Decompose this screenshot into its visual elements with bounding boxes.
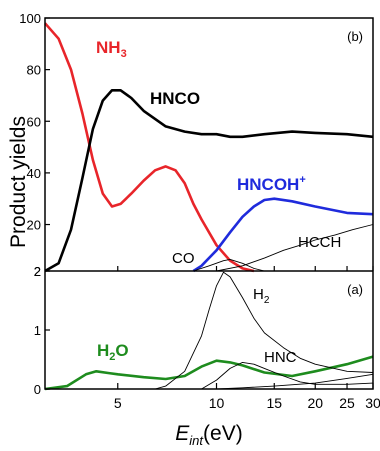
hncoh-label-sup: + [299,174,305,186]
x-label-unit: (eV) [203,422,243,445]
y-tick-label-a-0: 0 [34,382,41,397]
y-tick-label-a-1: 1 [34,323,41,338]
axes-frame [44,17,374,390]
series-label-h2o: H2O [97,341,129,363]
series-line-hncoh [192,197,374,273]
panel-b-label: (b) [347,29,363,44]
series-label-co: CO [172,250,195,267]
y-tick-label-b-60: 60 [27,114,41,129]
h2-label-sub: 2 [264,295,270,306]
h2o-label-sub: 2 [109,351,115,363]
series-label-h2: H2 [253,286,270,306]
h2-label-main: H [253,286,264,303]
axes-border [44,17,374,390]
y-axis-label: Product yields [7,116,30,248]
y-tick-label-b-80: 80 [27,63,41,78]
x-tick-label-25: 25 [339,395,355,411]
x-label-main: E [175,422,190,445]
series-line-nh3 [44,22,255,273]
y-tick-label-b-20: 20 [27,218,41,233]
x-tick-label-10: 10 [209,395,225,411]
series-line-h2 [154,271,374,390]
y-tick-label-b-100: 100 [19,11,41,26]
x-axis-label: Eint(eV) [175,422,242,448]
y-tick-label-b-40: 40 [27,166,41,181]
series-label-nh3: NH3 [96,38,127,60]
series-label-hnc: HNC [264,349,297,366]
h2o-label-main: H [97,341,109,360]
series-line-hnc [201,361,374,390]
x-tick-label-5: 5 [114,395,122,411]
x-tick-label-30: 30 [365,395,380,411]
series-line-co [193,258,265,272]
nh3-label-main: NH [96,38,121,57]
series-line-h2o [44,355,374,391]
series-label-hnco: HNCO [150,89,200,108]
y-tick-label-a-2: 2 [34,264,41,279]
y-tick-label-b-2: 2 [34,264,41,279]
chart-labels: (b) (a) NH3 HNCO HNCOH+ CO HCCH H2O H2 H… [7,29,363,448]
series-line-hnco [44,89,374,273]
series-label-hncoh: HNCOH+ [237,174,306,194]
x-tick-label-20: 20 [307,395,323,411]
hncoh-label-main: HNCOH [237,175,299,194]
x-label-sub: int [189,433,204,448]
x-tick-label-15: 15 [266,395,282,411]
series-line-hcch [216,224,374,272]
series-line-minor [216,373,374,390]
panel-b-plot [44,22,374,273]
panel-a-label: (a) [347,282,363,297]
series-label-hcch: HCCH [298,234,341,251]
nh3-label-sub: 3 [121,48,127,60]
h2o-label-tail: O [115,341,128,360]
panel-a-plot [44,271,374,391]
